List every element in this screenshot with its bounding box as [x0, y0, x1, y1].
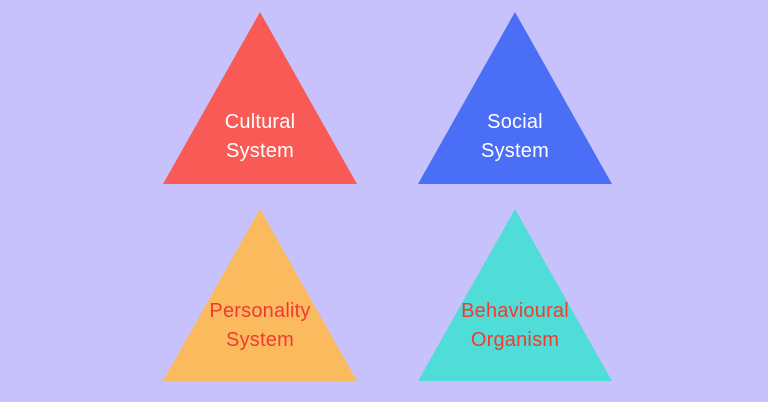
triangle-polygon: [418, 12, 612, 184]
triangle-polygon: [163, 12, 357, 184]
triangle-polygon: [418, 209, 612, 381]
triangle-shape-behavioural-organism: [418, 209, 612, 381]
triangle-shape-cultural-system: [163, 12, 357, 184]
triangle-shape-social-system: [418, 12, 612, 184]
triangle-polygon: [163, 209, 357, 381]
triangle-personality-system[interactable]: Personality System: [163, 209, 357, 381]
triangle-behavioural-organism[interactable]: Behavioural Organism: [418, 209, 612, 381]
triangle-social-system[interactable]: Social System: [418, 12, 612, 184]
triangle-shape-personality-system: [163, 209, 357, 381]
triangle-cultural-system[interactable]: Cultural System: [163, 12, 357, 184]
